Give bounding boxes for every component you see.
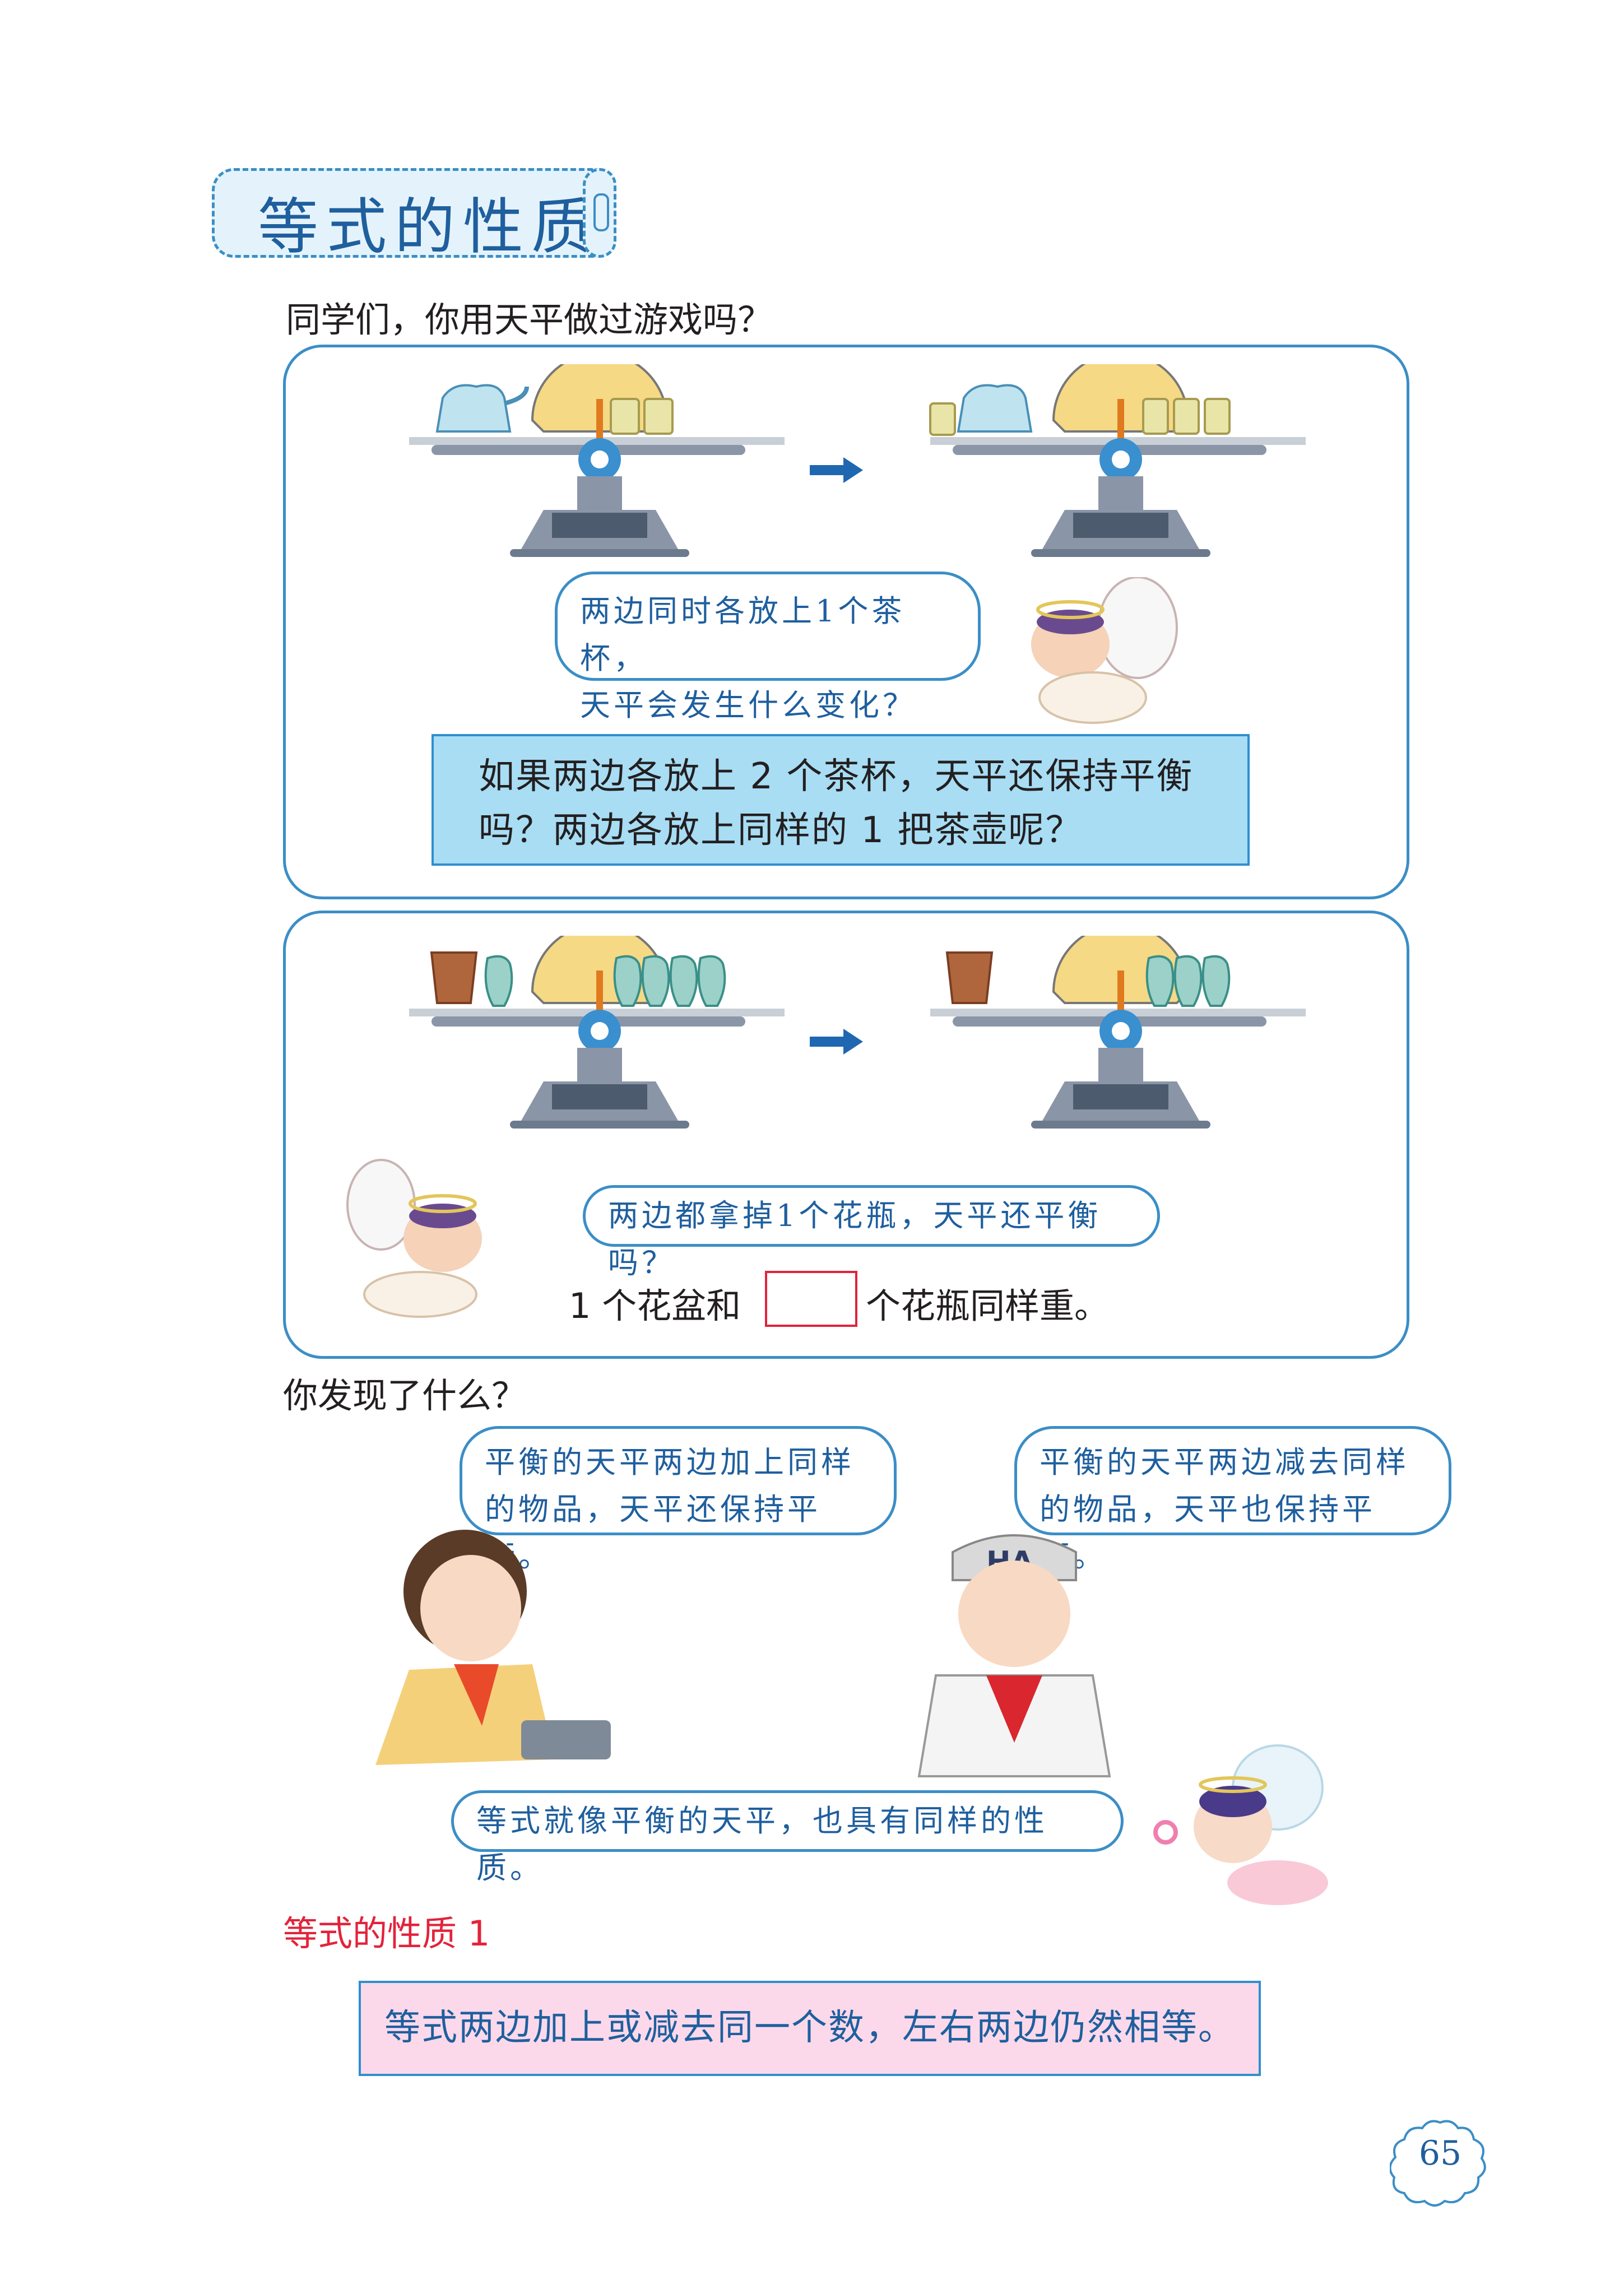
vase-question-bubble: 两边都拿掉1个花瓶，天平还平衡吗？ [583,1185,1160,1280]
bubble-line: 的物品，天平还保持平衡。 [485,1492,821,1574]
question-line: 如果两边各放上 2 个茶杯，天平还保持平衡 [479,756,1194,797]
rule-box: 等式两边加上或减去同一个数，左右两边仍然相等。 [359,1981,1261,2076]
fill-prefix: 1 个花盆和 [569,1285,741,1326]
rule-title: 等式的性质 1 [283,1913,490,1954]
bubble-line: 平衡的天平两边减去同样 [1040,1445,1409,1480]
angel-illustration [1153,1744,1328,1905]
scroll-icon [583,168,616,258]
page-title: 等式的性质 [258,192,600,262]
angel-illustration [1031,577,1178,724]
bubble-line: 天平会发生什么变化？ [580,688,916,723]
teapot-balance-illustration [409,364,1306,557]
bubble-line: 的物品，天平也保持平衡。 [1040,1492,1376,1574]
angel-illustration [346,1159,482,1318]
girl-speech-bubble: 平衡的天平两边加上同样 的物品，天平还保持平衡。 [460,1426,897,1574]
vase-balance-illustration [409,936,1306,1129]
angel-speech-bubble: 等式就像平衡的天平，也具有同样的性质。 [451,1790,1124,1886]
page-number: 65 [1418,2134,1462,2173]
girl-illustration [375,1530,611,1765]
bubble-line: 平衡的天平两边加上同样 [485,1445,855,1480]
intro-text: 同学们，你用天平做过游戏吗？ [286,299,773,340]
boy-speech-bubble: 平衡的天平两边减去同样 的物品，天平也保持平衡。 [1014,1426,1451,1574]
bubble-line: 两边同时各放上1个茶杯， [580,593,906,676]
fill-suffix: 个花瓶同样重。 [866,1285,1110,1326]
answer-blank[interactable] [765,1271,857,1327]
page-number-badge [1390,2120,1486,2207]
title-tag [212,168,604,258]
discover-text: 你发现了什么？ [283,1375,527,1416]
question-line: 吗？两边各放上同样的 1 把茶壶呢？ [479,810,1083,851]
cup-question-bubble: 两边同时各放上1个茶杯， 天平会发生什么变化？ [555,572,981,723]
boy-illustration: HA [917,1534,1111,1777]
panel1-question-box: 如果两边各放上 2 个茶杯，天平还保持平衡 吗？两边各放上同样的 1 把茶壶呢？ [431,734,1250,866]
